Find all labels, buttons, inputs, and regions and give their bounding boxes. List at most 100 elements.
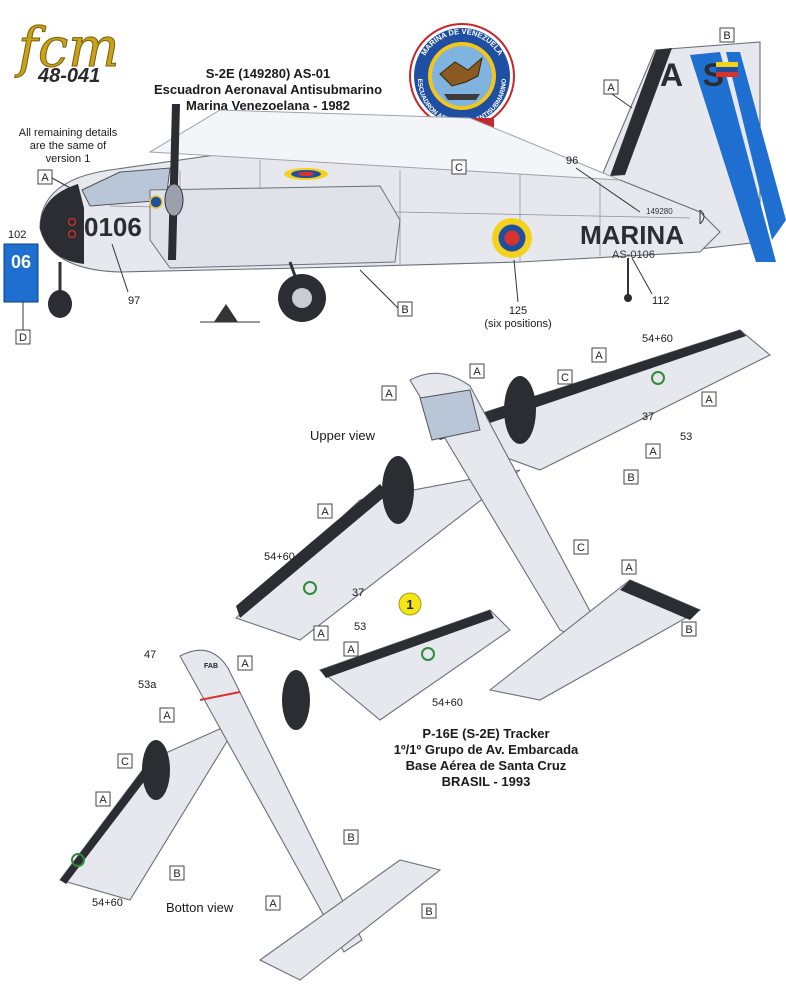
- svg-text:C: C: [121, 756, 129, 768]
- upper-ref-c: 53: [680, 431, 692, 443]
- upper-engine-right: [504, 376, 536, 444]
- engine-nacelle: [149, 185, 401, 269]
- bottom-view-refs: 47 53a 54+60 54+60: [92, 649, 463, 909]
- upper-engine-left: [382, 456, 414, 524]
- bottom-view-callouts: A A A C A B B A B: [95, 641, 437, 919]
- bottom-fuselage: [179, 649, 363, 953]
- ref-96: 96: [566, 155, 578, 167]
- side-view-aircraft: AS 0106: [3, 41, 786, 323]
- roundel-side: [492, 218, 532, 258]
- fuselage-marina: MARINA: [580, 220, 684, 250]
- cockpit-canopy: [81, 167, 171, 207]
- svg-text:A: A: [649, 446, 657, 458]
- tail-stripe-2: [726, 52, 786, 240]
- brand-code: 48-041: [37, 65, 100, 87]
- upper-ref-a: 54+60: [642, 333, 673, 345]
- side-view-callouts: A A B C B D: [15, 27, 735, 345]
- callout-a-2: A: [607, 82, 615, 94]
- version1-number-badge: 1: [398, 592, 422, 616]
- svg-text:A: A: [321, 506, 329, 518]
- svg-text:1º/1º Grupo de Av. Embarcada: 1º/1º Grupo de Av. Embarcada: [394, 742, 579, 757]
- upper-view-label: Upper view: [310, 428, 376, 443]
- svg-text:A: A: [347, 644, 355, 656]
- svg-text:Base Aérea de Santa Cruz: Base Aérea de Santa Cruz: [406, 758, 567, 773]
- callout-b-1: B: [723, 30, 730, 42]
- upper-view-aircraft: [234, 329, 771, 701]
- upper-ref-f: 53: [354, 621, 366, 633]
- version3-title: S-2E (149280) AS-01 Escuadron Aeronaval …: [154, 66, 382, 113]
- bottom-tailplane: [258, 859, 442, 981]
- upper-ref-d: 54+60: [264, 551, 295, 563]
- svg-text:B: B: [425, 906, 432, 918]
- serial-text: 149280: [646, 207, 673, 216]
- version3-title-line-1: S-2E (149280) AS-01: [206, 66, 331, 81]
- upper-ref-b: 37: [642, 411, 654, 423]
- svg-text:A: A: [163, 710, 171, 722]
- ref-97: 97: [128, 295, 140, 307]
- ref-125: 125: [509, 305, 527, 317]
- svg-text:A: A: [473, 366, 481, 378]
- callout-b-2: B: [401, 304, 408, 316]
- nose-panel-number: 06: [11, 252, 31, 272]
- svg-text:B: B: [627, 472, 634, 484]
- callout-d-1: D: [19, 332, 27, 344]
- svg-text:A: A: [269, 898, 277, 910]
- cockpit-patch: [149, 195, 163, 209]
- brand-logo-text: fcm: [14, 16, 119, 79]
- propeller-blade: [168, 104, 180, 260]
- ref-125-note: (six positions): [484, 318, 551, 330]
- svg-text:A: A: [317, 628, 325, 640]
- svg-text:54+60: 54+60: [432, 697, 463, 709]
- svg-text:C: C: [561, 372, 569, 384]
- upper-cockpit: [419, 389, 481, 441]
- nose-fab-mark: FAB: [204, 663, 218, 670]
- brand-logo: fcm 48-041: [14, 16, 120, 88]
- note-line-2: are the same of: [30, 140, 107, 152]
- upper-view-refs: 54+60 37 53 54+60 37 53: [264, 333, 692, 633]
- svg-text:1: 1: [406, 597, 413, 612]
- nose-antiglare: [40, 184, 84, 264]
- svg-text:54+60: 54+60: [92, 897, 123, 909]
- bottom-view-label: Botton view: [166, 900, 234, 915]
- note-line-3: version 1: [46, 153, 91, 165]
- nose-landing-gear: [48, 262, 72, 318]
- bottom-view-aircraft: FAB: [59, 609, 511, 981]
- ref-112: 112: [652, 295, 670, 307]
- ground-marker: [214, 304, 238, 322]
- svg-text:A: A: [385, 388, 393, 400]
- note-line-1: All remaining details: [19, 127, 118, 139]
- tail-stripe-1: [690, 52, 776, 262]
- svg-text:A: A: [99, 794, 107, 806]
- anchor-icon: [699, 209, 705, 225]
- svg-text:53a: 53a: [138, 679, 157, 691]
- svg-text:47: 47: [144, 649, 156, 661]
- tail-leading-edge: [610, 48, 672, 176]
- svg-text:B: B: [347, 832, 354, 844]
- version3-note: All remaining details are the same of ve…: [19, 127, 118, 165]
- svg-text:C: C: [577, 542, 585, 554]
- side-view-refs: 102 97 96 112 125 (six positions): [8, 155, 670, 330]
- callout-c-1: C: [455, 162, 463, 174]
- upper-ref-e: 37: [352, 587, 364, 599]
- svg-text:B: B: [685, 624, 692, 636]
- version3-title-line-2: Escuadron Aeronaval Antisubmarino: [154, 82, 382, 97]
- svg-text:BRASIL - 1993: BRASIL - 1993: [442, 774, 531, 789]
- svg-text:A: A: [595, 350, 603, 362]
- side-number: 0106: [84, 212, 142, 242]
- main-landing-gear: [278, 261, 326, 322]
- upper-view-callouts: A A C A A A B A C A A B: [313, 347, 717, 641]
- callout-a-1: A: [41, 172, 49, 184]
- ref-102: 102: [8, 229, 26, 241]
- svg-text:A: A: [625, 562, 633, 574]
- svg-text:P-16E (S-2E) Tracker: P-16E (S-2E) Tracker: [422, 726, 549, 741]
- version3-title-line-3: Marina Venezoelana - 1982: [186, 98, 350, 113]
- svg-text:A: A: [705, 394, 713, 406]
- small-code: AS-0106: [612, 249, 655, 261]
- squadron-insignia: MARINA DE VENEZUELA ESCUADRON AERONAVAL …: [409, 23, 515, 132]
- tail-hook: [624, 258, 632, 302]
- svg-text:B: B: [173, 868, 180, 880]
- eagle-icon: [439, 56, 483, 87]
- version1-title: P-16E (S-2E) Tracker 1º/1º Grupo de Av. …: [394, 726, 579, 789]
- nose-panel-06: 06: [3, 243, 39, 303]
